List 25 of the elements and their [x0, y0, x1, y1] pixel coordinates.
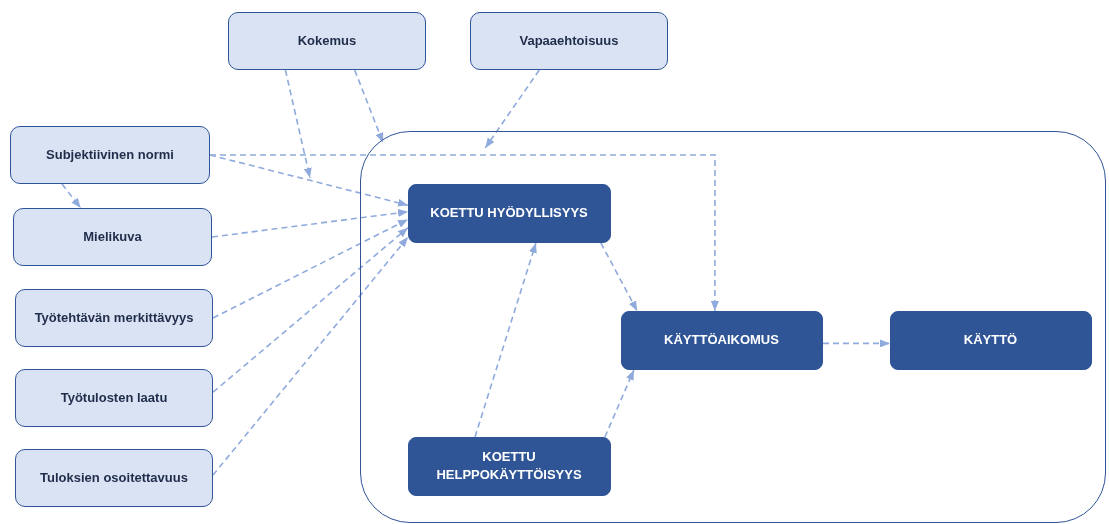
factor-box: Mielikuva	[13, 208, 212, 266]
dashed-arrow	[353, 69, 384, 144]
factor-box: Työtehtävän merkittävyys	[15, 289, 213, 347]
factor-box: Työtulosten laatu	[15, 369, 213, 427]
dashed-arrow	[600, 242, 638, 312]
dashed-arrow	[284, 69, 312, 179]
dashed-arrow	[212, 236, 409, 476]
construct-box: KOETTU HYÖDYLLISYYS	[407, 183, 611, 243]
factor-box: Tuloksien osoitettavuus	[15, 449, 213, 507]
construct-box: KÄYTTÖ	[889, 310, 1092, 370]
dashed-arrow	[61, 183, 82, 209]
group-frame	[360, 131, 1106, 523]
dashed-arrow	[211, 209, 409, 238]
dashed-arrow	[212, 226, 409, 393]
dashed-arrow	[484, 69, 541, 149]
dashed-arrow	[604, 369, 635, 438]
dashed-arrow	[212, 218, 409, 319]
dashed-arrow	[822, 339, 891, 348]
construct-box: KÄYTTÖAIKOMUS	[620, 310, 823, 370]
factor-box: Vapaaehtoisuus	[470, 12, 668, 70]
factor-box: Subjektiivinen normi	[10, 126, 210, 184]
dashed-arrow	[474, 242, 537, 438]
factor-box: Kokemus	[228, 12, 426, 70]
dashed-arrow	[209, 154, 719, 312]
construct-box: KOETTU HELPPOKÄYTTÖISYYS	[407, 436, 611, 496]
